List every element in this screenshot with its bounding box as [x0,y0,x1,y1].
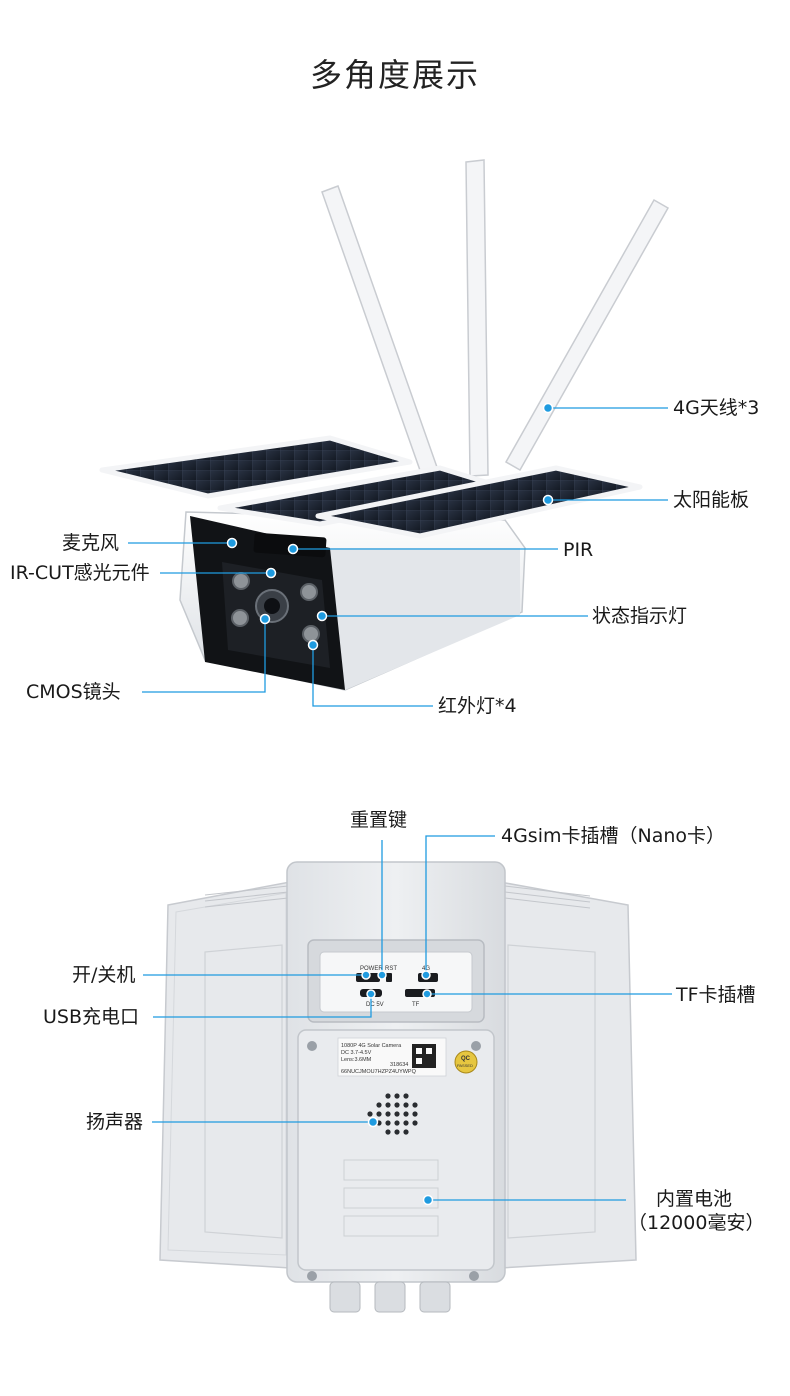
speaker-label: 扬声器 [86,1111,144,1133]
ir-cut-label: IR-CUT感光元件 [10,562,150,584]
status-light-label: 状态指示灯 [592,605,688,627]
pir-label: PIR [563,539,594,561]
dc5v-label: DC 5V [366,1002,384,1008]
microphone-label: 麦克风 [62,532,120,554]
rst-label: RST [385,966,397,972]
tf-slot-label: TF卡插槽 [676,984,756,1006]
sticker-line1: 1080P 4G Solar Camera [341,1043,402,1049]
battery-label: 内置电池 [656,1188,733,1210]
ir-light-label: 红外灯*4 [438,695,517,717]
back-callouts [143,835,672,1206]
antenna-label: 4G天线*3 [673,397,760,419]
sticker-uid: 66NUCJMOU7HZPZ4UYWPQ [341,1069,417,1075]
reset-key-label: 重置键 [350,809,408,831]
power-switch-label: 开/关机 [72,964,136,986]
sticker-text: 1080P 4G Solar Camera DC 3.7-4.5V Lens:3… [341,1043,473,1075]
front-callouts [128,402,668,707]
sticker-serial: 318634 [390,1062,408,1068]
page-title: 多角度展示 [309,56,480,94]
usb-port-label: USB充电口 [43,1006,140,1028]
sticker-line2: DC 3.7-4.5V [341,1050,372,1056]
sticker-line3: Lens:3.6MM [341,1057,372,1063]
tf-label: TF [412,1002,420,1008]
cmos-lens-label: CMOS镜头 [26,681,121,703]
power-label: POWER [360,966,383,972]
qc-badge-text: QC [461,1056,471,1062]
front-camera [99,159,670,691]
solar-panel-label: 太阳能板 [673,489,750,511]
battery-capacity-label: （12000毫安） [628,1212,765,1234]
antenna-group [321,159,670,477]
speaker-grill [367,1093,418,1135]
sim-slot-label: 4Gsim卡插槽（Nano卡） [501,825,726,847]
qc-badge-sub: PASSED [457,1063,473,1068]
back-camera [159,861,637,1313]
